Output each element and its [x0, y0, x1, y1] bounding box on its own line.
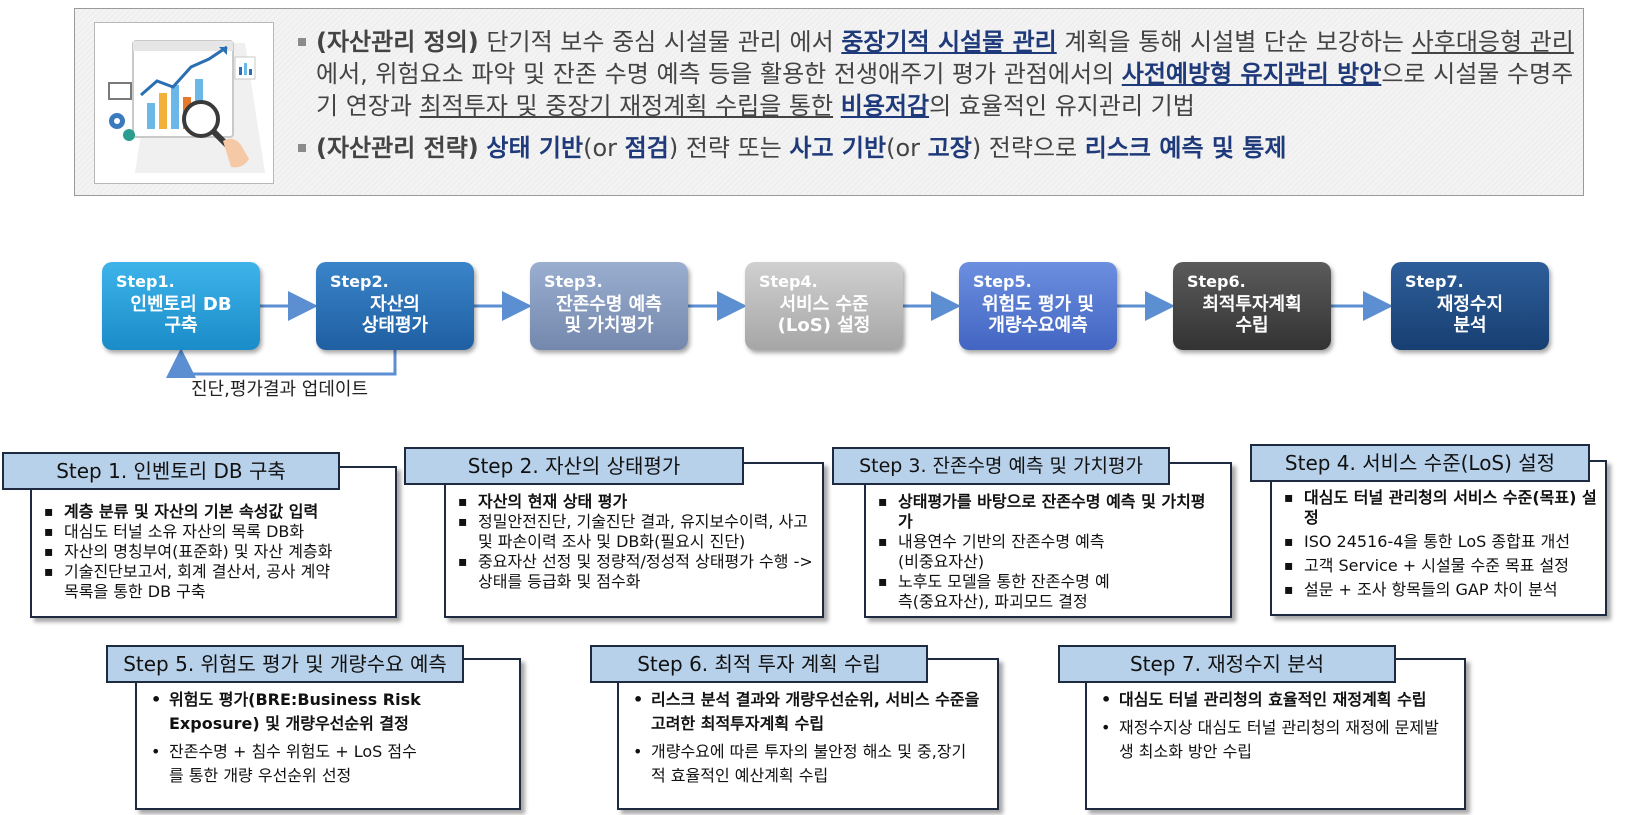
card-step6-title: Step 6. 최적 투자 계획 수립: [590, 645, 928, 683]
list-item: 상태평가를 바탕으로 잔존수명 예측 및 가치평가: [866, 492, 1230, 532]
definition-panel: [74, 8, 1584, 196]
card-step6-list: 리스크 분석 결과와 개량우선순위, 서비스 수준을 고려한 최적투자계획 수립…: [619, 688, 997, 788]
card-step2-body: 자산의 현재 상태 평가 정밀안전진단, 기술진단 결과, 유지보수이력, 사고…: [444, 462, 824, 618]
step-title: 자산의 상태평가: [361, 294, 429, 336]
list-item: 내용연수 기반의 잔존수명 예측(비중요자산): [866, 532, 1230, 572]
list-item: 고객 Service + 시설물 수준 목표 설정: [1272, 556, 1605, 576]
step-number: Step1.: [116, 272, 175, 291]
strategy-text-segment: (or: [583, 134, 625, 162]
definition-text-segment: [833, 92, 841, 120]
highlight-failure: 고장: [927, 134, 972, 162]
card-step5-list: 위험도 평가(BRE:Business Risk Exposure) 및 개량우…: [137, 688, 519, 788]
highlight-inspection: 점검: [624, 134, 669, 162]
highlight-risk-control: 리스크 예측 및 통제: [1084, 134, 1287, 162]
step-title: 위험도 평가 및 개량수요예측: [982, 294, 1094, 336]
list-item: ISO 24516-4을 통한 LoS 종합표 개선: [1272, 532, 1605, 552]
definition-text: (자산관리 정의) 단기적 보수 중심 시설물 관리 에서 중장기적 시설물 관…: [298, 26, 1578, 164]
list-item: 개량수요에 따른 투자의 불안정 해소 및 중,장기적 효율적인 예산계획 수립: [619, 740, 997, 788]
list-item: 대심도 터널 관리청의 효율적인 재정계획 수립: [1087, 688, 1464, 712]
card-step7-title: Step 7. 재정수지 분석: [1058, 645, 1396, 683]
highlight-midlong-term-management: 중장기적 시설물 관리: [841, 28, 1057, 56]
list-item: 자산의 현재 상태 평가: [446, 492, 822, 512]
card-step1-body: 계층 분류 및 자산의 기본 속성값 입력 대심도 터널 소유 자산의 목록 D…: [30, 466, 397, 618]
strategy-paragraph: (자산관리 전략) 상태 기반(or 점검) 전략 또는 사고 기반(or 고장…: [298, 132, 1578, 164]
list-item: 기술진단보고서, 회계 결산서, 공사 계약목록을 통한 DB 구축: [32, 562, 395, 602]
step-title: 재정수지 분석: [1436, 294, 1504, 336]
step-number: Step3.: [544, 272, 603, 291]
flow-step-3: Step3. 잔존수명 예측 및 가치평가: [530, 262, 688, 350]
analytics-illustration: [94, 22, 274, 184]
strategy-text-segment: ) 전략 또는: [668, 134, 790, 162]
highlight-optimal-investment: 최적투자 및 중장기 재정계획 수립을 통한: [419, 92, 834, 120]
list-item: 재정수지상 대심도 터널 관리청의 재정에 문제발생 최소화 방안 수립: [1087, 716, 1464, 764]
bullet-square-icon: [298, 38, 306, 46]
definition-text-segment: 의 효율적인 유지관리 기법: [929, 92, 1195, 120]
step-title: 잔존수명 예측 및 가치평가: [556, 294, 662, 336]
highlight-preventive-maintenance: 사전예방형 유지관리 방안: [1121, 60, 1382, 88]
flow-step-2: Step2. 자산의 상태평가: [316, 262, 474, 350]
list-item: 정밀안전진단, 기술진단 결과, 유지보수이력, 사고 및 파손이력 조사 및 …: [446, 512, 822, 552]
feedback-update-label: 진단,평가결과 업데이트: [191, 379, 369, 400]
strategy-text-segment: ) 전략으로: [971, 134, 1085, 162]
flow-step-4: Step4. 서비스 수준 (LoS) 설정: [745, 262, 903, 350]
list-item: 위험도 평가(BRE:Business Risk Exposure) 및 개량우…: [137, 688, 519, 736]
step-number: Step7.: [1405, 272, 1464, 291]
step-title: 서비스 수준 (LoS) 설정: [777, 294, 871, 336]
card-step3-body: 상태평가를 바탕으로 잔존수명 예측 및 가치평가 내용연수 기반의 잔존수명 …: [864, 462, 1232, 618]
definition-text-segment: 단기적 보수 중심 시설물 관리 에서: [478, 28, 842, 56]
card-step3-title: Step 3. 잔존수명 예측 및 가치평가: [832, 447, 1170, 485]
step-number: Step4.: [759, 272, 818, 291]
definition-paragraph: (자산관리 정의) 단기적 보수 중심 시설물 관리 에서 중장기적 시설물 관…: [298, 26, 1578, 122]
step-number: Step6.: [1187, 272, 1246, 291]
card-step1-title: Step 1. 인벤토리 DB 구축: [2, 452, 340, 490]
list-item: 대심도 터널 소유 자산의 목록 DB화: [32, 522, 395, 542]
card-step4-list: 대심도 터널 관리청의 서비스 수준(목표) 설정 ISO 24516-4을 통…: [1272, 488, 1605, 600]
highlight-cost-reduction: 비용저감: [840, 92, 930, 120]
list-item: 자산의 명칭부여(표준화) 및 자산 계층화: [32, 542, 395, 562]
card-step3-list: 상태평가를 바탕으로 잔존수명 예측 및 가치평가 내용연수 기반의 잔존수명 …: [866, 492, 1230, 612]
card-step2-list: 자산의 현재 상태 평가 정밀안전진단, 기술진단 결과, 유지보수이력, 사고…: [446, 492, 822, 592]
list-item: 노후도 모델을 통한 잔존수명 예측(중요자산), 파괴모드 결정: [866, 572, 1230, 612]
step-number: Step5.: [973, 272, 1032, 291]
flow-step-7: Step7. 재정수지 분석: [1391, 262, 1549, 350]
list-item: 계층 분류 및 자산의 기본 속성값 입력: [32, 502, 395, 522]
highlight-reactive-management: 사후대응형 관리: [1411, 28, 1574, 56]
list-item: 리스크 분석 결과와 개량우선순위, 서비스 수준을 고려한 최적투자계획 수립: [619, 688, 997, 736]
bullet-square-icon: [298, 144, 306, 152]
step-title: 인벤토리 DB 구축: [130, 294, 232, 336]
list-item: 잔존수명 + 침수 위험도 + LoS 점수를 통한 개량 우선순위 선정: [137, 740, 519, 788]
card-step4-title: Step 4. 서비스 수준(LoS) 설정: [1250, 444, 1590, 482]
highlight-accident-based: 사고 기반: [789, 134, 887, 162]
definition-text-segment: 에서, 위험요소 파악 및 잔존 수명 예측 등을 활용한 전생애주기 평가 관…: [316, 60, 1122, 88]
flow-step-6: Step6. 최적투자계획 수립: [1173, 262, 1331, 350]
analytics-chart-icon: [108, 40, 265, 173]
card-step4-body: 대심도 터널 관리청의 서비스 수준(목표) 설정 ISO 24516-4을 통…: [1270, 460, 1607, 616]
definition-text-segment: 으로 시설물 수명주기 연장과: [316, 60, 1574, 120]
list-item: 중요자산 선정 및 정량적/정성적 상태평가 수행 -> 상태를 등급화 및 점…: [446, 552, 822, 592]
highlight-condition-based: 상태 기반: [486, 134, 584, 162]
flow-step-1: Step1. 인벤토리 DB 구축: [102, 262, 260, 350]
strategy-text-segment: (or: [886, 134, 928, 162]
card-step5-title: Step 5. 위험도 평가 및 개량수요 예측: [106, 645, 464, 683]
card-step6-body: 리스크 분석 결과와 개량우선순위, 서비스 수준을 고려한 최적투자계획 수립…: [617, 658, 999, 810]
flow-step-5: Step5. 위험도 평가 및 개량수요예측: [959, 262, 1117, 350]
strategy-label: (자산관리 전략): [316, 134, 479, 162]
step-title: 최적투자계획 수립: [1202, 294, 1302, 336]
card-step7-list: 대심도 터널 관리청의 효율적인 재정계획 수립 재정수지상 대심도 터널 관리…: [1087, 688, 1464, 764]
card-step2-title: Step 2. 자산의 상태평가: [404, 447, 744, 485]
card-step1-list: 계층 분류 및 자산의 기본 속성값 입력 대심도 터널 소유 자산의 목록 D…: [32, 502, 395, 602]
definition-label: (자산관리 정의): [316, 28, 479, 56]
list-item: 설문 + 조사 항목들의 GAP 차이 분석: [1272, 580, 1605, 600]
definition-text-segment: 계획을 통해 시설별 단순 보강하는: [1056, 28, 1412, 56]
feedback-arrow: [166, 348, 397, 378]
step-number: Step2.: [330, 272, 389, 291]
list-item: 대심도 터널 관리청의 서비스 수준(목표) 설정: [1272, 488, 1605, 528]
